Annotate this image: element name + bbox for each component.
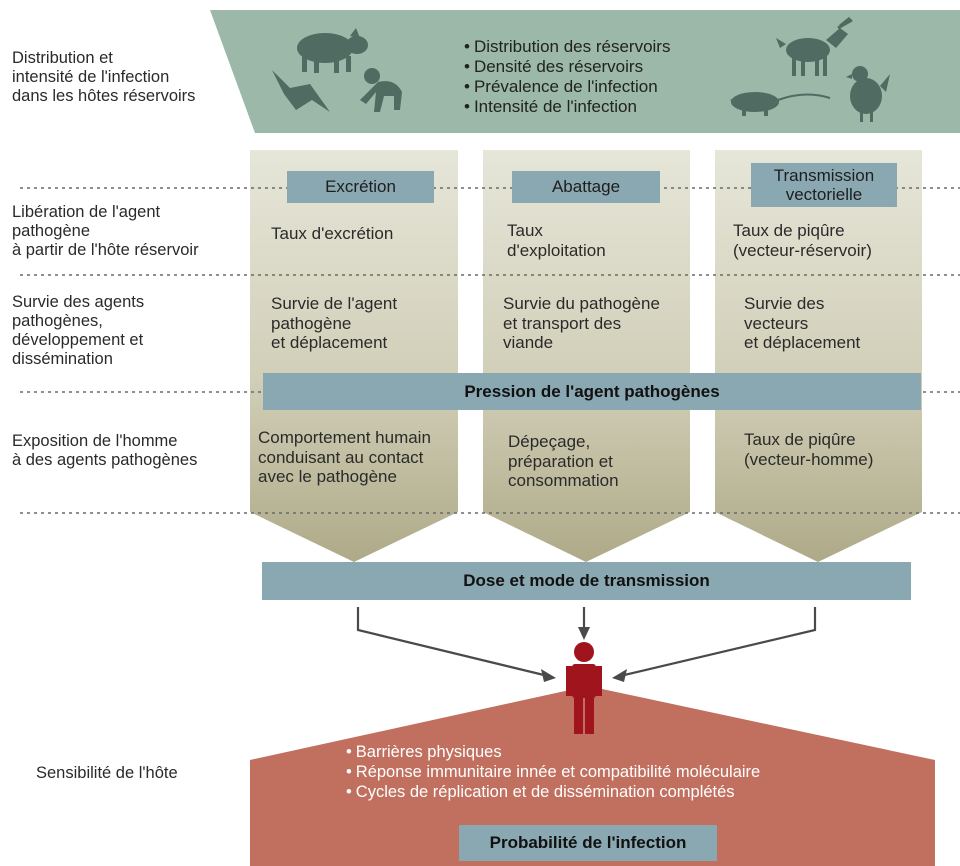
cell-exposure-vectorielle: Taux de piqûre (vecteur-homme) xyxy=(744,430,874,469)
column-arrow-excretion xyxy=(250,150,458,562)
goat-icon xyxy=(776,16,853,76)
pressure-bar: Pression de l'agent pathogènes xyxy=(263,373,921,410)
host-bullets: Barrières physiques Réponse immunitaire … xyxy=(346,742,760,802)
cell-exposure-excretion: Comportement humain conduisant au contac… xyxy=(258,428,431,486)
pig-icon xyxy=(297,28,368,73)
column-arrow-vectorielle xyxy=(715,150,922,562)
cell-survival-abattage: Survie du pathogène et transport des via… xyxy=(503,294,660,352)
cell-release-vectorielle: Taux de piqûre (vecteur-réservoir) xyxy=(733,221,872,260)
cell-survival-vectorielle: Survie des vecteurs et déplacement xyxy=(744,294,861,352)
label-distribution: Distribution et intensité de l'infection… xyxy=(12,49,196,105)
label-sensibilite: Sensibilité de l'hôte xyxy=(36,764,178,782)
arrow-heads xyxy=(541,627,627,682)
host-bullet: Cycles de réplication et de disséminatio… xyxy=(346,782,760,802)
dose-bar: Dose et mode de transmission xyxy=(262,562,911,600)
monkey-icon xyxy=(360,68,402,112)
label-survie: Survie des agents pathogènes, développem… xyxy=(12,293,145,368)
host-bullet: Barrières physiques xyxy=(346,742,760,762)
arrow-lines xyxy=(356,607,817,678)
reservoir-bullet: Densité des réservoirs xyxy=(464,57,670,77)
reservoir-bullet: Distribution des réservoirs xyxy=(464,37,671,57)
reservoir-bullet: Intensité de l'infection xyxy=(464,97,670,117)
cell-exposure-abattage: Dépeçage, préparation et consommation xyxy=(508,432,619,490)
cell-survival-excretion: Survie de l'agent pathogène et déplaceme… xyxy=(271,294,398,352)
bat-icon xyxy=(272,70,330,112)
animal-icons xyxy=(272,16,890,122)
rat-icon xyxy=(730,92,831,116)
label-liberation: Libération de l'agent pathogène à partir… xyxy=(12,203,199,259)
cell-release-excretion: Taux d'excrétion xyxy=(271,224,394,243)
tag-abattage: Abattage xyxy=(512,171,660,203)
tag-transmission-vectorielle: Transmission vectorielle xyxy=(751,163,897,207)
reservoir-bullet: Prévalence de l'infection xyxy=(464,77,670,97)
reservoir-bullets: Distribution des réservoirs Densité des … xyxy=(464,37,671,117)
chicken-icon xyxy=(846,66,890,122)
tag-excretion: Excrétion xyxy=(287,171,434,203)
column-arrow-abattage xyxy=(483,150,690,562)
probability-box: Probabilité de l'infection xyxy=(459,825,717,861)
person-icon xyxy=(566,642,602,734)
host-bullet: Réponse immunitaire innée et compatibili… xyxy=(346,762,760,782)
label-exposition: Exposition de l'homme à des agents patho… xyxy=(12,432,198,469)
cell-release-abattage: Taux d'exploitation xyxy=(507,221,606,260)
